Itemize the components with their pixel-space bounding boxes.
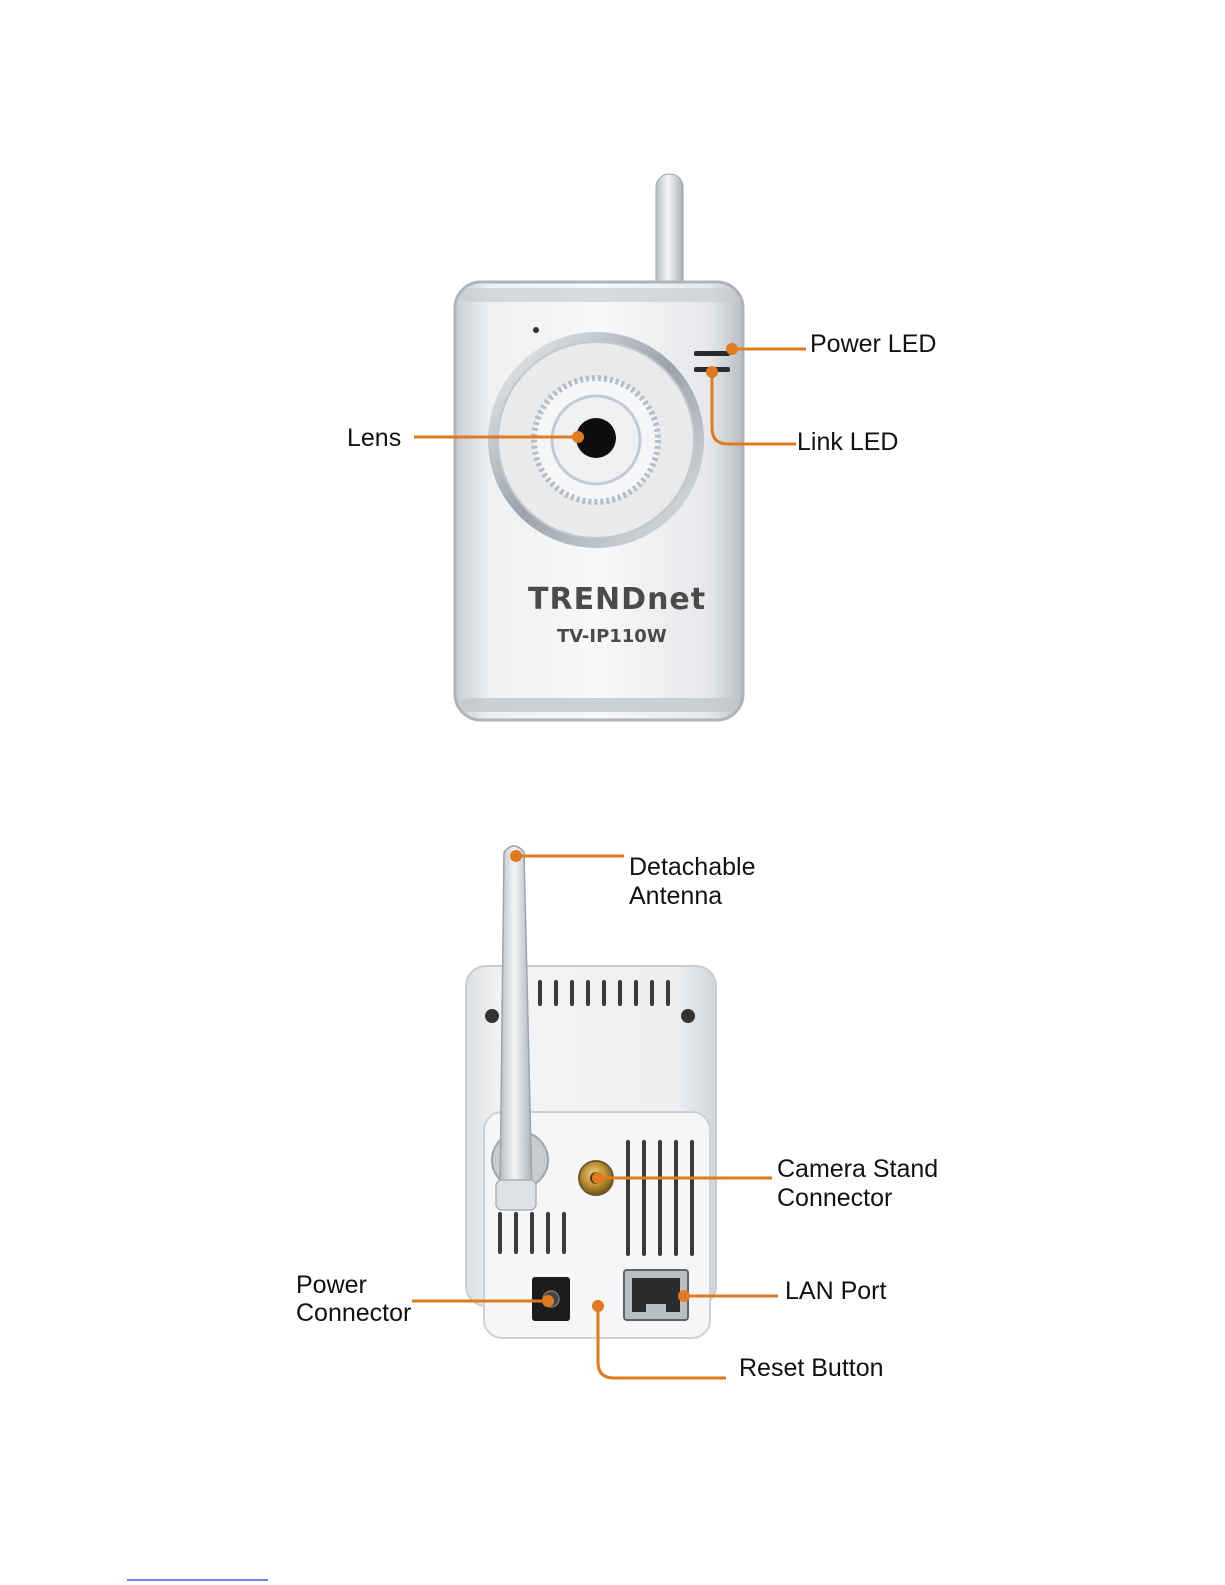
brand-logo: TRENDnet — [528, 583, 706, 617]
power-led — [694, 351, 730, 356]
camera-stand-label-line1: Camera Stand — [777, 1155, 938, 1184]
screw-left — [485, 1009, 499, 1023]
lan-port-label: LAN Port — [785, 1277, 886, 1306]
antenna-label-line2: Antenna — [629, 882, 722, 911]
link-led-label: Link LED — [797, 428, 898, 457]
camera-stand-label-line2: Connector — [777, 1184, 892, 1213]
rear-camera — [466, 846, 716, 1338]
reset-button-label: Reset Button — [739, 1354, 884, 1383]
screw-right — [681, 1009, 695, 1023]
lens-label: Lens — [347, 424, 401, 453]
microphone-hole — [533, 327, 539, 333]
power-connector-label-line2: Connector — [296, 1299, 411, 1328]
model-label: TV-IP110W — [557, 626, 667, 648]
antenna-label-line1: Detachable — [629, 853, 755, 882]
power-led-label: Power LED — [810, 330, 936, 359]
power-connector-label-line1: Power — [296, 1271, 367, 1300]
